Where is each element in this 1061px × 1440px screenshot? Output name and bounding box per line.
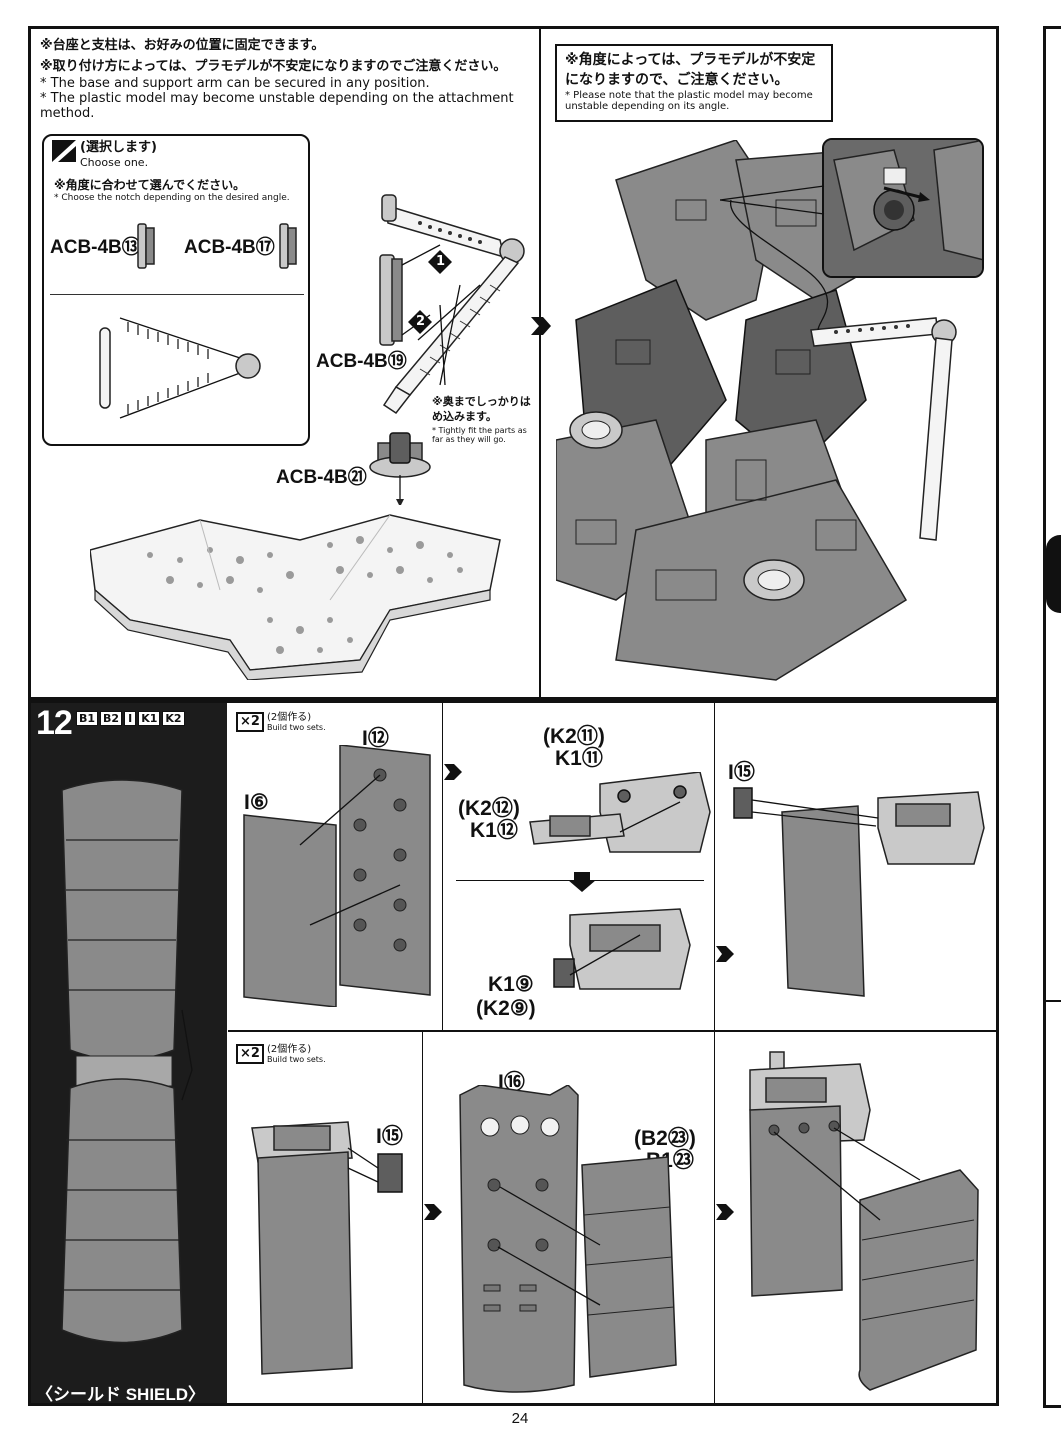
step12-vdivider-2 [714, 703, 715, 1030]
step12-hdivider [228, 1030, 996, 1032]
note-en-1: * The base and support arm can be secure… [40, 76, 430, 91]
top-divider [539, 28, 541, 698]
adjacent-page-line [1046, 1000, 1061, 1002]
top-left-notes: ※台座と支柱は、お好みの位置に固定できます。 ※取り付け方によっては、プラモデル… [40, 38, 530, 121]
part-k2-11: (K2⑪) [543, 725, 605, 748]
choose-divider [50, 294, 304, 295]
step-1-marker: 1 [428, 250, 452, 274]
hinge-parts-drawing [529, 772, 711, 853]
part-i15-a: I⑮ [728, 761, 755, 784]
shield-panel-e-drawing [459, 1085, 677, 1393]
shield-panel-a-drawing [243, 745, 431, 1007]
part-k1-11: K1⑪ [555, 747, 603, 770]
angle-note: ※角度に合わせて選んでください。 * Choose the notch depe… [54, 176, 304, 203]
x2-a-en: Build two sets. [266, 723, 326, 732]
note-en-2: * The plastic model may become unstable … [40, 91, 514, 121]
warn-en: * Please note that the plastic model may… [565, 90, 813, 112]
x2-a-mark: ×2 [236, 712, 264, 732]
runner-b1: B1 [76, 711, 99, 726]
x2-badge-a: ×2 (2個作る) Build two sets. [236, 712, 326, 732]
arrow-e-f [716, 1204, 734, 1220]
step-2-marker: 2 [408, 310, 432, 334]
arrow-a-b [444, 764, 462, 780]
notch-diagram [99, 317, 261, 419]
adjacent-page-tab [1046, 535, 1061, 613]
runner-k2: K2 [162, 711, 185, 726]
note-jp-1: ※台座と支柱は、お好みの位置に固定できます。 [40, 38, 325, 53]
part-b2-23: (B2㉓) [634, 1127, 696, 1150]
mobile-suit-legs-drawing [556, 140, 957, 681]
choose-icon [52, 140, 76, 162]
choose-jp: (選択します) [80, 140, 157, 155]
top-panel [28, 26, 999, 700]
hex-base-drawing [90, 514, 501, 680]
step-1-number: 1 [436, 254, 446, 269]
x2-a-jp: (2個作る) [266, 712, 312, 723]
page-number: 24 [511, 1410, 529, 1427]
choose-en: Choose one. [80, 156, 149, 169]
step12-vdivider-1 [442, 703, 443, 1030]
step12-number: 12 [36, 704, 73, 742]
part-acb-4b-19: ACB-4B⑲ [316, 351, 407, 372]
shield-panel-d-drawing [251, 1121, 403, 1375]
adjacent-page-edge [1043, 26, 1061, 1408]
arrow-b-c [716, 946, 734, 962]
warn-jp: ※角度によっては、プラモデルが不安定になりますので、ご注意ください。 [565, 52, 816, 88]
part-k1-12: K1⑫ [470, 819, 518, 842]
choose-label: (選択します) Choose one. [80, 140, 157, 170]
x2-a-text: (2個作る) Build two sets. [267, 712, 326, 732]
arrow-down-b [568, 872, 596, 892]
runner-list: B1 B2 I K1 K2 [76, 711, 185, 726]
shield-panel-c-drawing [733, 787, 985, 997]
runner-b2: B2 [100, 711, 123, 726]
part-k2-12: (K2⑫) [458, 797, 520, 820]
step12-panel [28, 700, 999, 1406]
note-jp-2: ※取り付け方によっては、プラモデルが不安定になりますのでご注意ください。 [40, 59, 507, 74]
shield-completed-drawing [61, 779, 193, 1344]
part-i6: I⑥ [244, 791, 269, 814]
panel-arrow-right [531, 317, 551, 335]
part-i15-b: I⑮ [376, 1125, 403, 1148]
x2-b-mark: ×2 [236, 1044, 264, 1064]
step12-vdivider-4 [714, 1032, 715, 1403]
tight-fit-note: ※奥までしっかりはめ込みます。 * Tightly fit the parts … [432, 394, 532, 444]
runner-k1: K1 [138, 711, 161, 726]
x2-b-text: (2個作る) Build two sets. [267, 1044, 326, 1064]
shield-title: 〈シールド SHIELD〉 [36, 1385, 206, 1404]
notch-parts-icon [137, 223, 297, 269]
part-i12: I⑫ [362, 727, 389, 750]
angle-en: * Choose the notch depending on the desi… [54, 193, 290, 203]
zoom-inset [822, 138, 984, 278]
tight-jp: ※奥までしっかりはめ込みます。 [432, 395, 531, 423]
part-acb-4b-17: ACB-4B⑰ [184, 237, 275, 258]
arrow-d-e [424, 1204, 442, 1220]
step12-vdivider-3 [422, 1032, 423, 1403]
step-2-number: 2 [416, 314, 426, 329]
support-arm-drawing [369, 194, 525, 505]
shield-panel-f-drawing [749, 1051, 979, 1391]
part-k2-9: (K2⑨) [476, 997, 536, 1020]
zoom-leader-lines [720, 185, 825, 215]
tight-en: * Tightly fit the parts as far as they w… [432, 426, 527, 444]
part-acb-4b-13: ACB-4B⑬ [50, 237, 141, 258]
choose-box [42, 134, 310, 446]
part-acb-4b-21: ACB-4B㉑ [276, 467, 367, 488]
angle-jp: ※角度に合わせて選んでください。 [54, 178, 246, 192]
runner-i: I [124, 711, 137, 726]
x2-b-jp: (2個作る) [266, 1044, 312, 1055]
hinge-assembly-drawing [553, 908, 691, 990]
top-right-warning-box: ※角度によっては、プラモデルが不安定になりますので、ご注意ください。 * Ple… [555, 44, 833, 122]
x2-badge-b: ×2 (2個作る) Build two sets. [236, 1044, 326, 1064]
part-k1-9: K1⑨ [488, 973, 534, 996]
x2-b-en: Build two sets. [266, 1055, 326, 1064]
